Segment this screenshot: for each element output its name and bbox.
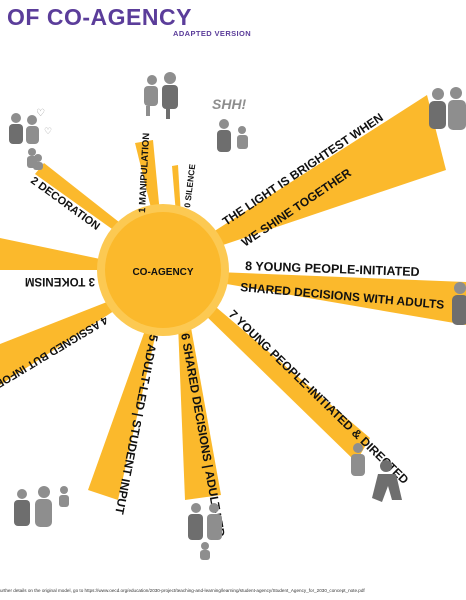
- ray-shine-together: [213, 95, 446, 246]
- ray-tokenism: [0, 238, 105, 270]
- sun-core: [105, 212, 221, 328]
- people-icon: [452, 282, 466, 325]
- hearts-family-icon: ♡ ♡: [9, 108, 52, 170]
- svg-text:♡: ♡: [44, 126, 52, 136]
- ray-shared-decisions-adult-led: [178, 322, 221, 500]
- family-icon: [144, 72, 178, 119]
- ray-young-people-directed: [202, 302, 370, 462]
- level-0-label: 0 SILENCE: [182, 163, 197, 208]
- family-icon: [14, 486, 69, 527]
- shh-label: SHH!: [212, 96, 247, 112]
- page-title: L OF CO-AGENCY: [0, 4, 192, 30]
- level-1-label: 1 MANIPULATION: [137, 133, 152, 214]
- ray-silence: [172, 165, 181, 216]
- svg-text:♡: ♡: [36, 108, 45, 119]
- ray-assigned: [0, 300, 120, 385]
- family-icon: [429, 87, 466, 130]
- source-footnote: urther details on the original model, go…: [0, 588, 365, 593]
- sun-rays: [0, 95, 466, 500]
- level-3-label: 3 TOKENISM: [25, 275, 95, 287]
- page-subtitle: ADAPTED VERSION: [173, 29, 252, 38]
- shh-people-icon: SHH!: [212, 96, 248, 152]
- level-8-label: 8 YOUNG PEOPLE-INITIATED: [245, 259, 420, 279]
- level-7-label: 7 YOUNG PEOPLE-INITIATED & DIRECTED: [226, 307, 412, 487]
- sun-center-label: CO-AGENCY: [132, 267, 193, 278]
- people-icon: [188, 503, 222, 560]
- ray-manipulation: [135, 140, 160, 214]
- ray-decoration: [35, 163, 124, 234]
- ray-adult-led-student-input: [88, 322, 158, 500]
- people-icon: [351, 443, 402, 502]
- ray-shared-with-adults: [215, 272, 466, 325]
- children-icon: [27, 148, 37, 168]
